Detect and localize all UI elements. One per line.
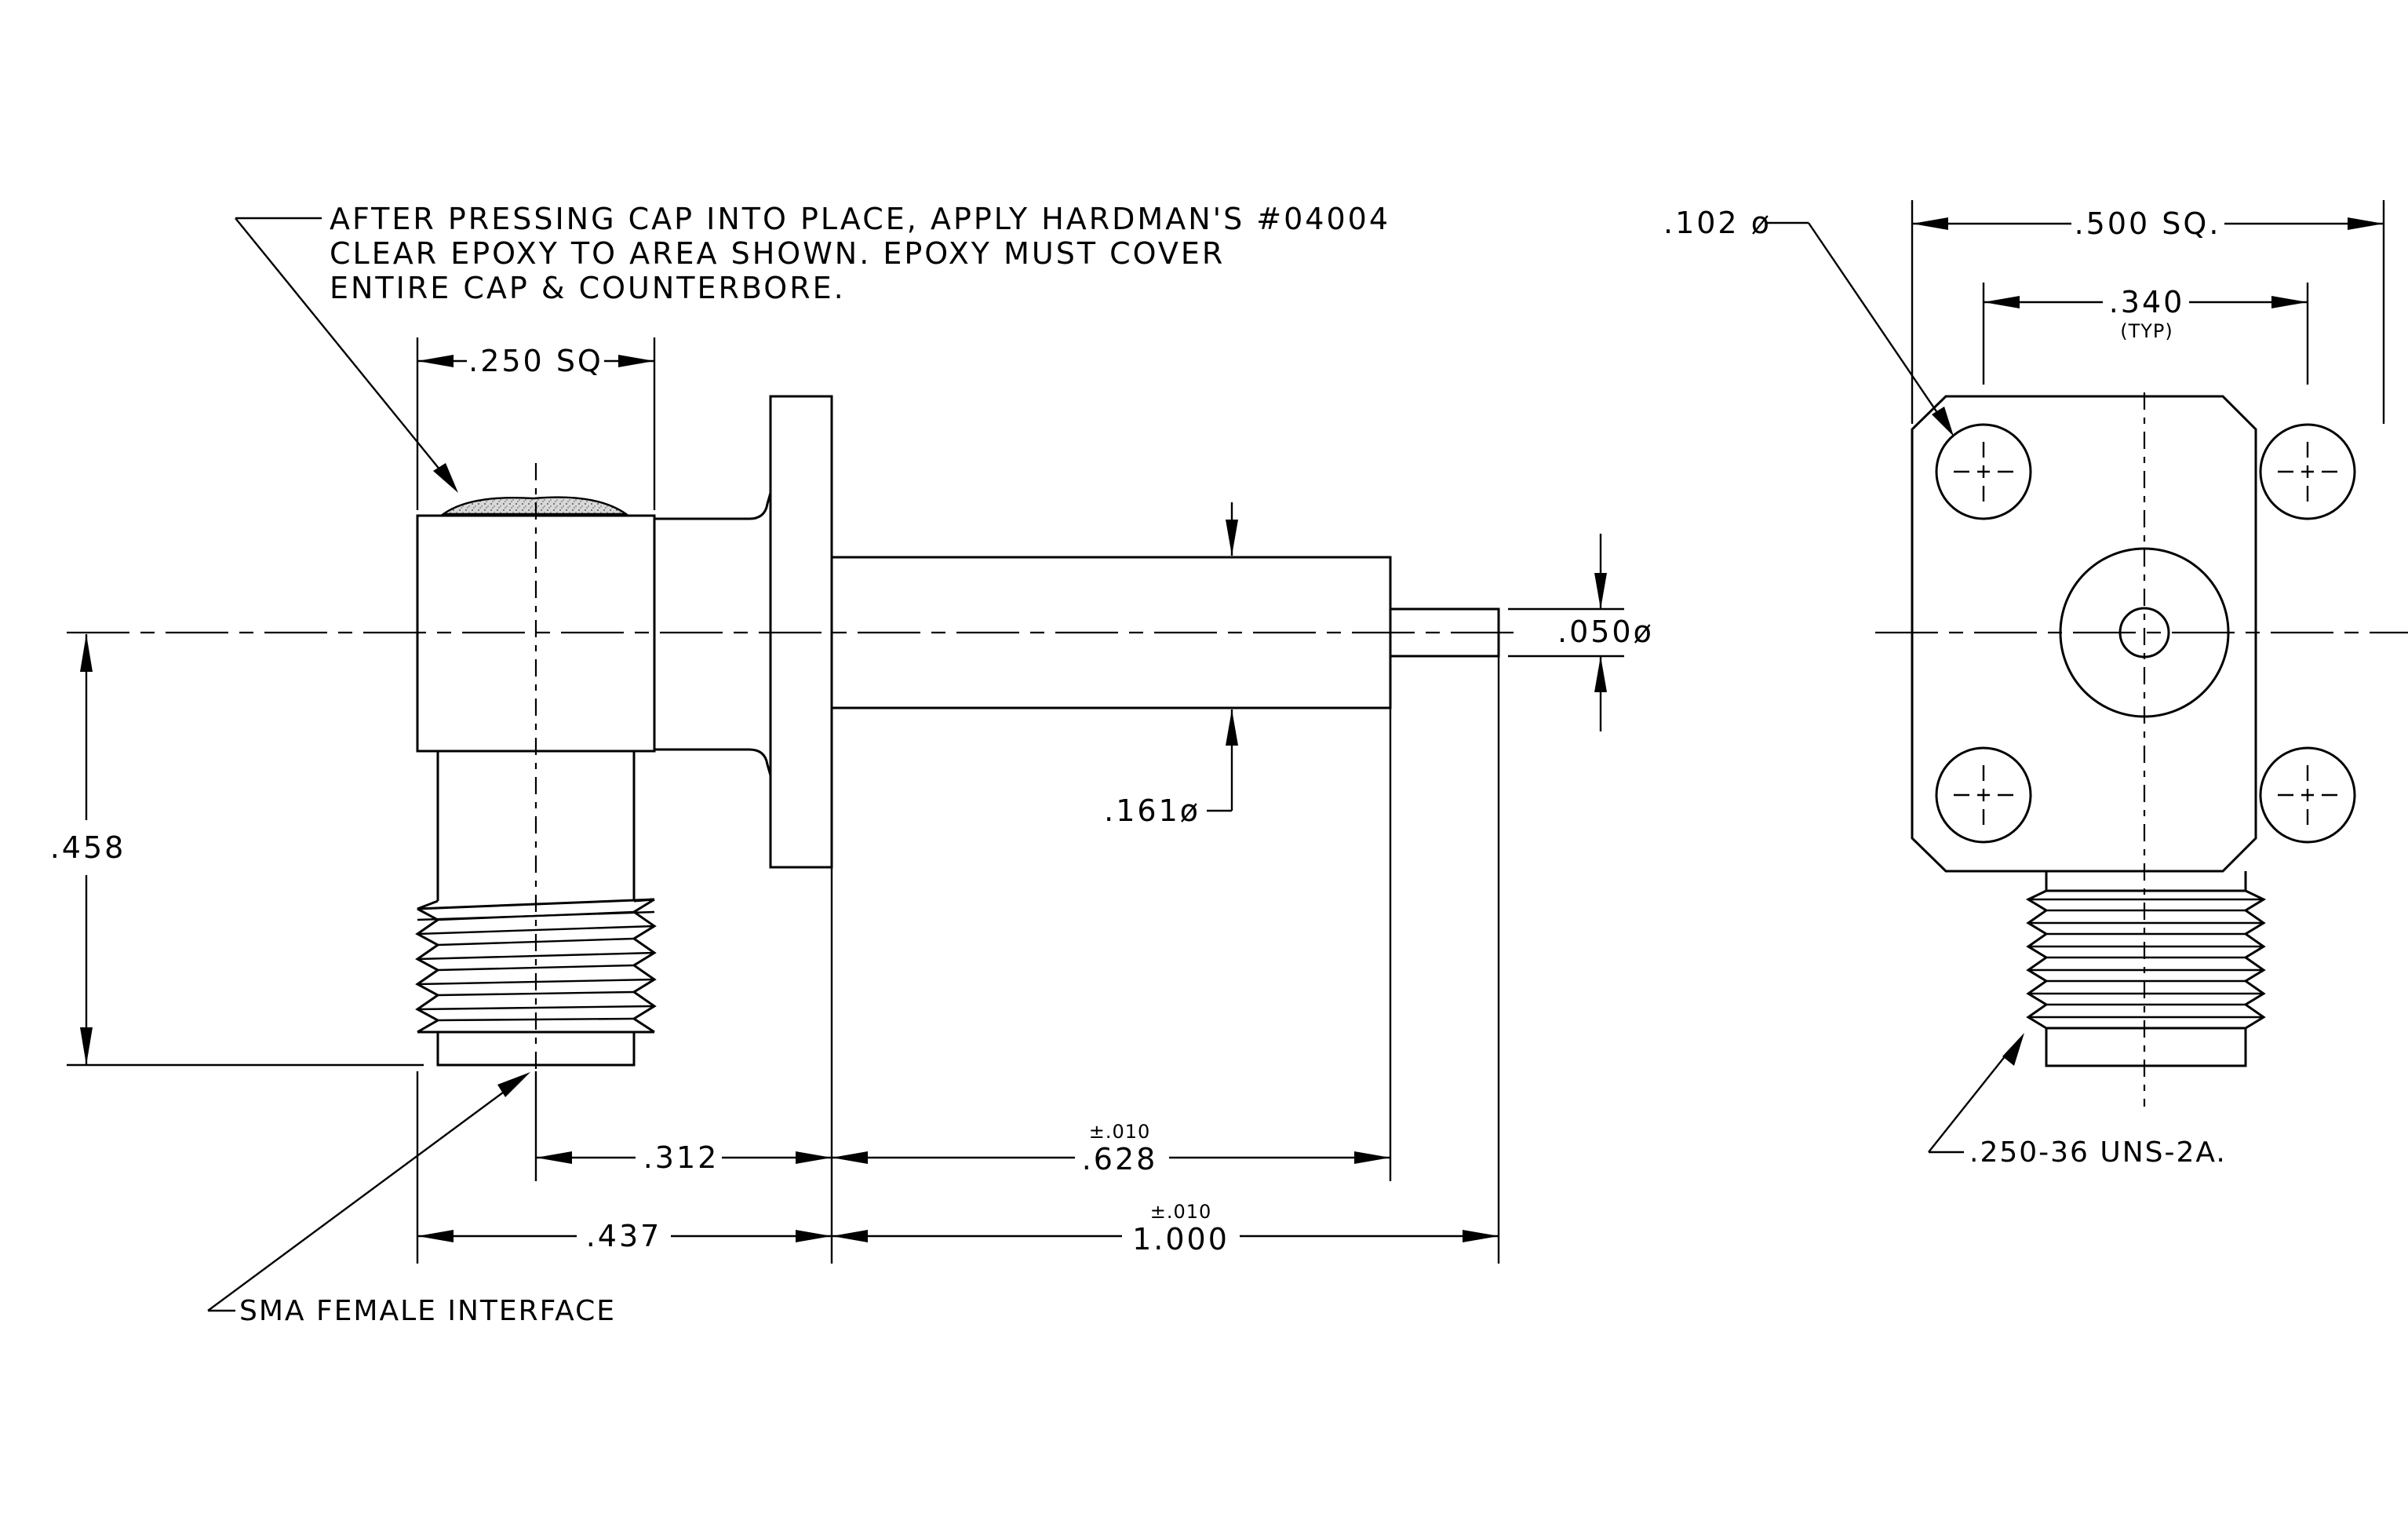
dim-body-dia: .161ø [1104,793,1200,828]
dim-hole-spacing: .340 [2109,285,2185,319]
tol-1000: ±.010 [1150,1201,1212,1223]
tol-628: ±.010 [1089,1121,1151,1143]
flange-outline [1911,395,2257,873]
side-threads [415,898,657,1034]
note-epoxy-line1: AFTER PRESSING CAP INTO PLACE, APPLY HAR… [330,202,1390,236]
end-view [1875,392,2408,1107]
end-threads [2025,889,2267,1030]
dim-hole-dia: .102 ø [1663,206,1772,240]
side-dimensions: .250 SQ .458 .161ø .050ø .312 [50,337,1654,1264]
dim-flange-sq: .500 SQ. [2075,206,2221,241]
note-epoxy-line3: ENTIRE CAP & COUNTERBORE. [330,271,846,305]
side-notes: AFTER PRESSING CAP INTO PLACE, APPLY HAR… [207,202,1390,1327]
note-epoxy-line2: CLEAR EPOXY TO AREA SHOWN. EPOXY MUST CO… [330,236,1225,271]
dim-height: .458 [50,830,126,865]
side-view [67,395,1522,1071]
epoxy-area [440,496,629,516]
note-interface: SMA FEMALE INTERFACE [239,1295,616,1327]
dim-hole-spacing-typ: (TYP) [2120,320,2173,342]
note-thread: .250-36 UNS-2A. [1969,1136,2227,1169]
dim-offset-437: .437 [586,1219,662,1253]
mounting-holes [1935,423,2356,844]
dim-cap-width: .250 SQ [468,344,603,378]
dim-offset-312: .312 [643,1140,719,1175]
dim-pin-dia: .050ø [1557,615,1654,649]
dim-length-1000: 1.000 [1132,1222,1230,1257]
dim-length-628: .628 [1082,1142,1158,1176]
end-dimensions: .500 SQ. .340 (TYP) .102 ø .250-36 UNS-2… [1663,200,2385,1169]
